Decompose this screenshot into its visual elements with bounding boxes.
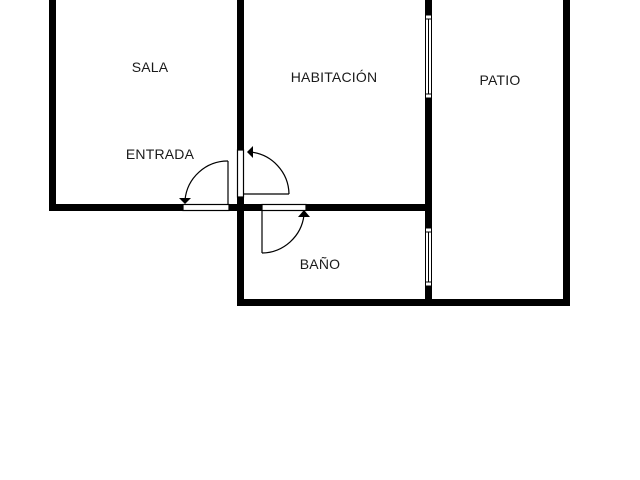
windows [425,14,432,287]
door-entrada [179,160,230,212]
wall-bottom [237,299,570,306]
wall-patio-right [563,0,570,306]
wall-sala-bottom [49,204,183,211]
walls [49,0,570,306]
door-habitacion [236,146,290,198]
room-label-bano: BAÑO [299,256,341,272]
wall-habitacion-bottom [306,204,432,211]
room-label-patio: PATIO [479,72,521,88]
door-bano [261,203,310,254]
room-label-entrada: ENTRADA [125,146,195,162]
doors [179,146,310,254]
room-label-sala: SALA [131,59,169,75]
wall-sala-left [49,0,56,211]
wall-divider-upper-b [425,98,432,228]
wall-divider-upper-a [425,0,432,15]
room-label-habitacion: HABITACIÓN [290,69,378,85]
wall-divider-lower [425,286,432,306]
wall-middle-upper [237,0,244,150]
wall-sala-bottom-right [229,204,262,211]
wall-middle-lower [237,197,244,306]
